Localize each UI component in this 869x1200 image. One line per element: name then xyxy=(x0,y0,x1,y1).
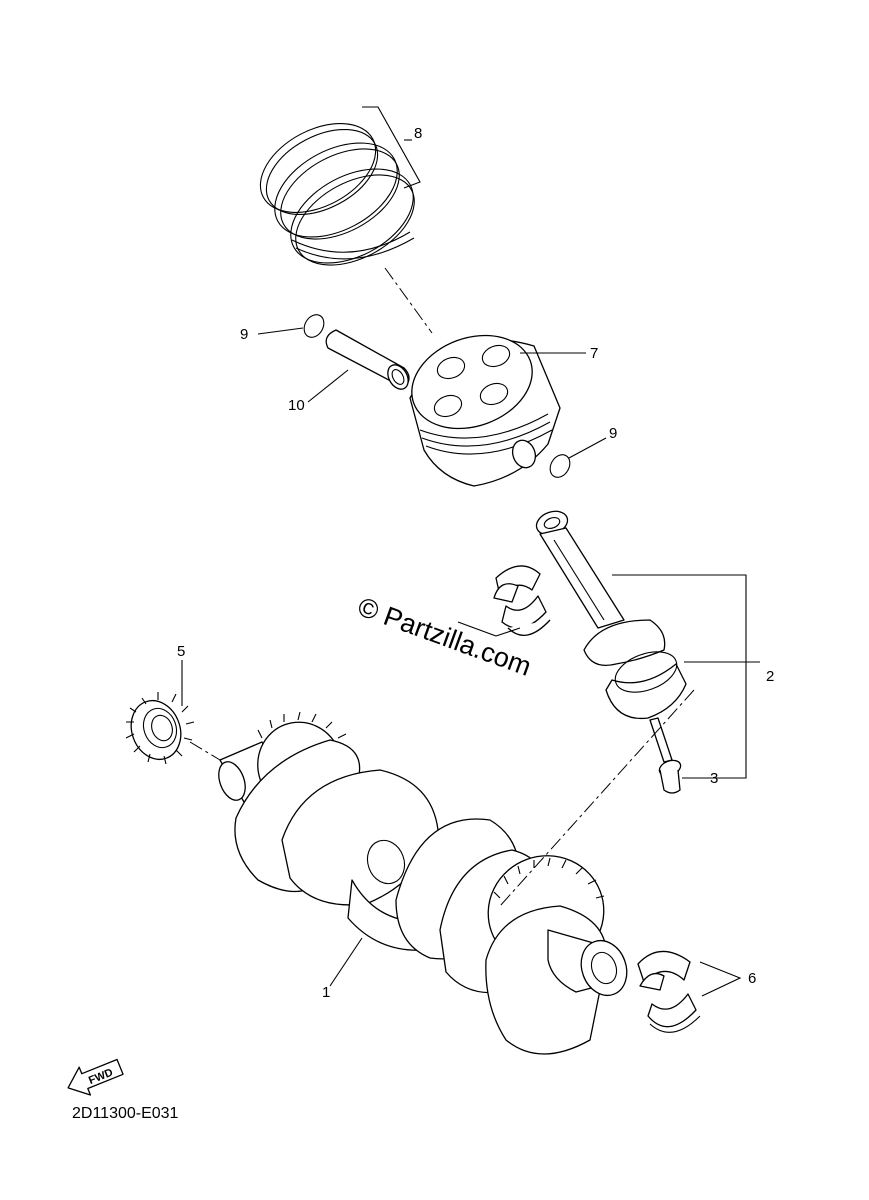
callout-3: 3 xyxy=(710,770,718,787)
main-bearings[interactable] xyxy=(637,950,701,1033)
centerline-gear xyxy=(189,741,221,761)
piston-pin-clip-right[interactable] xyxy=(546,451,574,481)
piston-pin-clip-left[interactable] xyxy=(300,311,328,341)
callout-7: 7 xyxy=(590,345,598,362)
callout-1: 1 xyxy=(322,984,330,1001)
big-end-bearings[interactable] xyxy=(493,565,551,636)
leader-9b xyxy=(568,437,607,459)
piston[interactable] xyxy=(399,319,561,487)
callout-2: 2 xyxy=(766,668,774,685)
crankshaft[interactable] xyxy=(214,710,634,1055)
watermark: © Partzilla.com xyxy=(354,591,535,681)
diagram-code: 2D11300-E031 xyxy=(72,1105,179,1122)
callout-8: 8 xyxy=(414,125,422,142)
connecting-rod-bolt[interactable] xyxy=(649,717,683,794)
crank-gear[interactable] xyxy=(123,692,195,766)
bracket-2 xyxy=(612,574,747,779)
leader-8 xyxy=(362,106,421,189)
callout-9b: 9 xyxy=(609,425,617,442)
callout-9a: 9 xyxy=(240,326,248,343)
centerline-rings xyxy=(384,267,433,334)
callout-6: 6 xyxy=(748,970,756,987)
leader-bearing xyxy=(457,621,497,637)
piston-rings[interactable] xyxy=(245,105,429,283)
leader-1 xyxy=(329,937,363,987)
connecting-rod[interactable] xyxy=(533,507,687,720)
fwd-arrow-icon: FWD xyxy=(67,1058,124,1096)
callout-10: 10 xyxy=(288,397,305,414)
centerline-rod xyxy=(499,689,695,907)
piston-pin[interactable] xyxy=(325,329,412,393)
leader-9a xyxy=(257,327,304,335)
leader-6 xyxy=(699,961,742,997)
callout-5: 5 xyxy=(177,643,185,660)
leader-10 xyxy=(307,369,349,403)
